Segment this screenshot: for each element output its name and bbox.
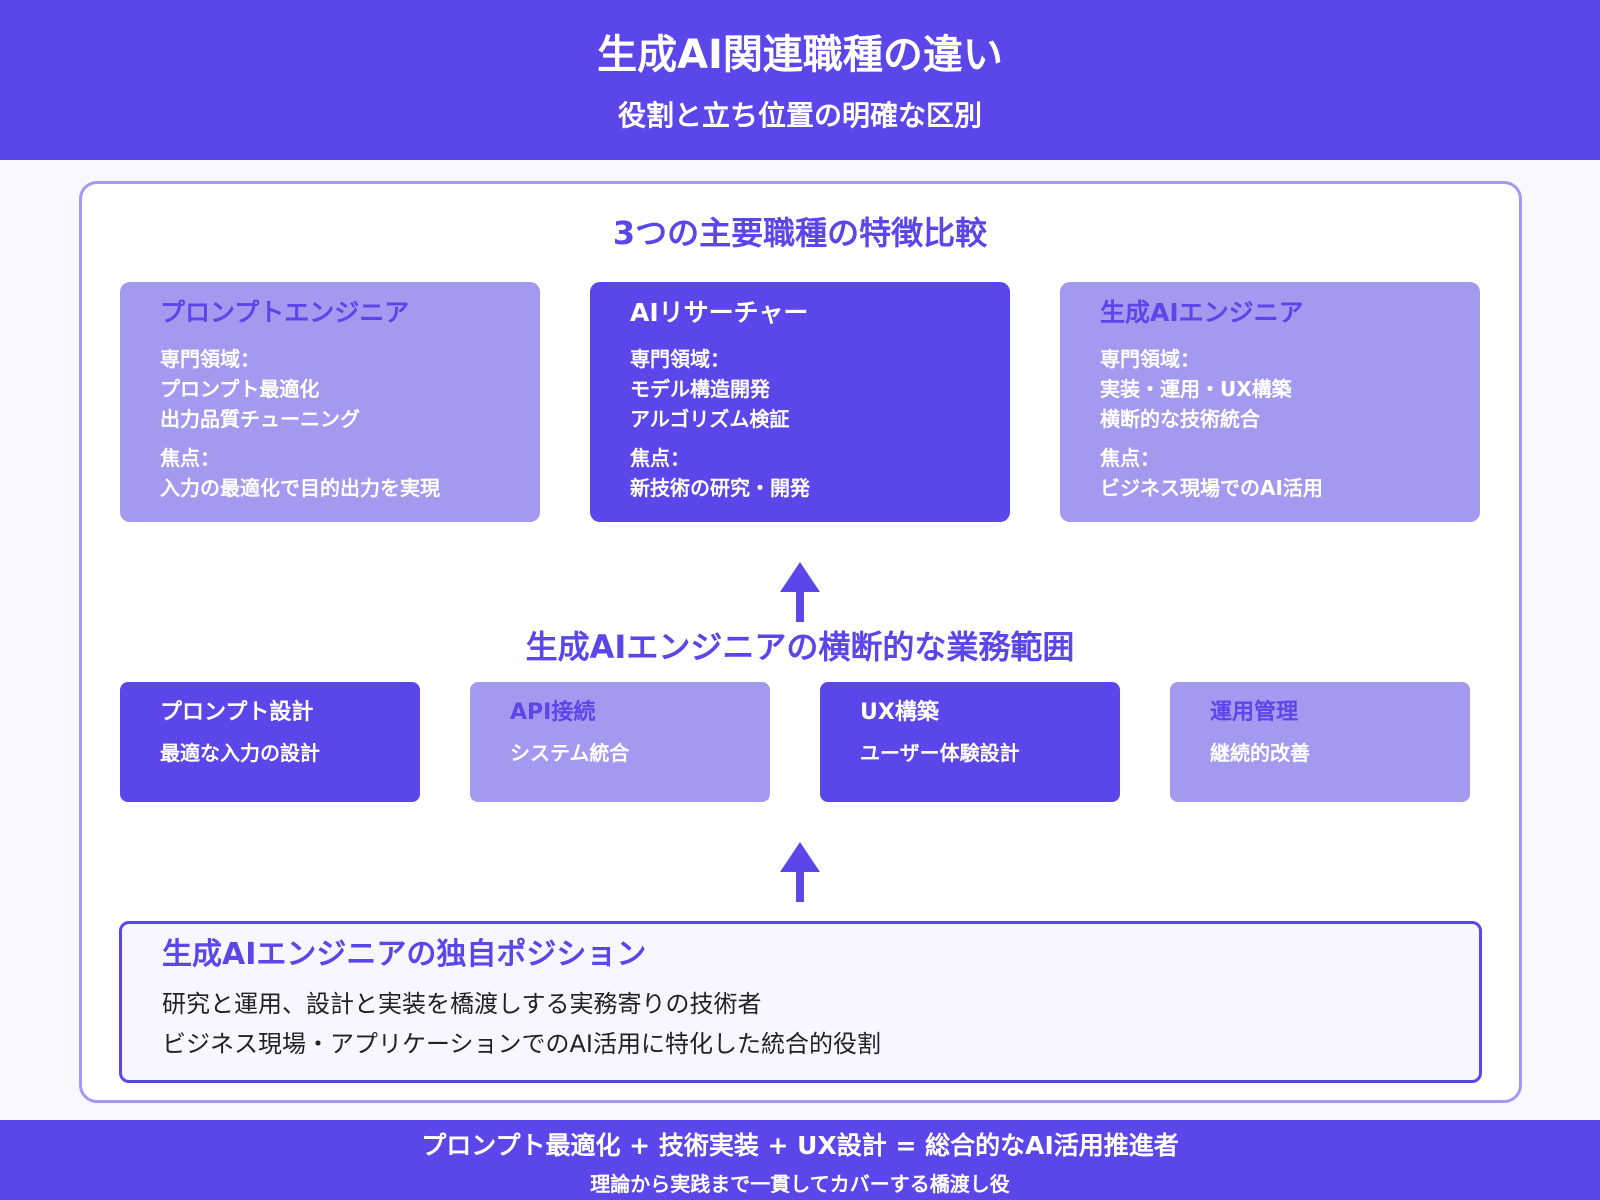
task-card-ux-building: UX構築 ユーザー体験設計 bbox=[820, 682, 1120, 802]
focus-text: 新技術の研究・開発 bbox=[630, 476, 810, 500]
task-card-operations: 運用管理 継続的改善 bbox=[1170, 682, 1470, 802]
position-line: ビジネス現場・アプリケーションでのAI活用に特化した統合的役割 bbox=[162, 1030, 882, 1058]
position-line: 研究と運用、設計と実装を橋渡しする実務寄りの技術者 bbox=[162, 990, 762, 1018]
comparison-title: 3つの主要職種の特徴比較 bbox=[612, 214, 988, 252]
expertise-item: プロンプト最適化 bbox=[160, 377, 320, 401]
role-title: AIリサーチャー bbox=[630, 298, 809, 327]
expertise-label: 専門領域： bbox=[160, 347, 260, 371]
expertise-item: 実装・運用・UX構築 bbox=[1100, 377, 1292, 401]
focus-label: 焦点： bbox=[160, 446, 220, 470]
role-title: 生成AIエンジニア bbox=[1100, 298, 1304, 327]
footer-summary: プロンプト最適化 + 技術実装 + UX設計 = 総合的なAI活用推進者 bbox=[421, 1131, 1179, 1160]
footer-tagline: 理論から実践まで一貫してカバーする橋渡し役 bbox=[590, 1172, 1010, 1196]
expertise-label: 専門領域： bbox=[630, 347, 730, 371]
task-desc: システム統合 bbox=[510, 741, 630, 765]
task-title: 運用管理 bbox=[1210, 700, 1299, 725]
role-card-genai-engineer: 生成AIエンジニア 専門領域： 実装・運用・UX構築 横断的な技術統合 焦点： … bbox=[1060, 282, 1480, 522]
page-header: 生成AI関連職種の違い 役割と立ち位置の明確な区別 bbox=[0, 0, 1600, 160]
focus-label: 焦点： bbox=[1100, 446, 1160, 470]
expertise-item: 出力品質チューニング bbox=[160, 407, 360, 431]
task-card-prompt-design: プロンプト設計 最適な入力の設計 bbox=[120, 682, 420, 802]
focus-text: 入力の最適化で目的出力を実現 bbox=[160, 476, 440, 500]
focus-label: 焦点： bbox=[630, 446, 690, 470]
task-desc: 継続的改善 bbox=[1210, 741, 1310, 765]
expertise-item: モデル構造開発 bbox=[630, 377, 770, 401]
expertise-item: 横断的な技術統合 bbox=[1100, 407, 1260, 431]
expertise-label: 専門領域： bbox=[1100, 347, 1200, 371]
unique-position-box: 生成AIエンジニアの独自ポジション 研究と運用、設計と実装を橋渡しする実務寄りの… bbox=[119, 921, 1482, 1083]
task-title: プロンプト設計 bbox=[160, 700, 314, 725]
role-card-prompt-engineer: プロンプトエンジニア 専門領域： プロンプト最適化 出力品質チューニング 焦点：… bbox=[120, 282, 540, 522]
task-desc: ユーザー体験設計 bbox=[860, 741, 1020, 765]
role-card-ai-researcher: AIリサーチャー 専門領域： モデル構造開発 アルゴリズム検証 焦点： 新技術の… bbox=[590, 282, 1010, 522]
focus-text: ビジネス現場でのAI活用 bbox=[1100, 476, 1323, 500]
task-title: API接続 bbox=[510, 700, 596, 725]
page-subtitle: 役割と立ち位置の明確な区別 bbox=[617, 99, 982, 132]
scope-title: 生成AIエンジニアの横断的な業務範囲 bbox=[525, 628, 1075, 666]
page-footer: プロンプト最適化 + 技術実装 + UX設計 = 総合的なAI活用推進者 理論か… bbox=[0, 1120, 1600, 1200]
expertise-item: アルゴリズム検証 bbox=[630, 407, 790, 431]
role-title: プロンプトエンジニア bbox=[160, 298, 410, 327]
arrow-up-icon bbox=[780, 842, 820, 902]
task-title: UX構築 bbox=[860, 700, 939, 725]
task-card-api-connection: API接続 システム統合 bbox=[470, 682, 770, 802]
arrow-up-icon bbox=[780, 562, 820, 622]
position-title: 生成AIエンジニアの独自ポジション bbox=[162, 937, 647, 972]
page-title: 生成AI関連職種の違い bbox=[597, 32, 1003, 78]
task-desc: 最適な入力の設計 bbox=[160, 741, 320, 765]
